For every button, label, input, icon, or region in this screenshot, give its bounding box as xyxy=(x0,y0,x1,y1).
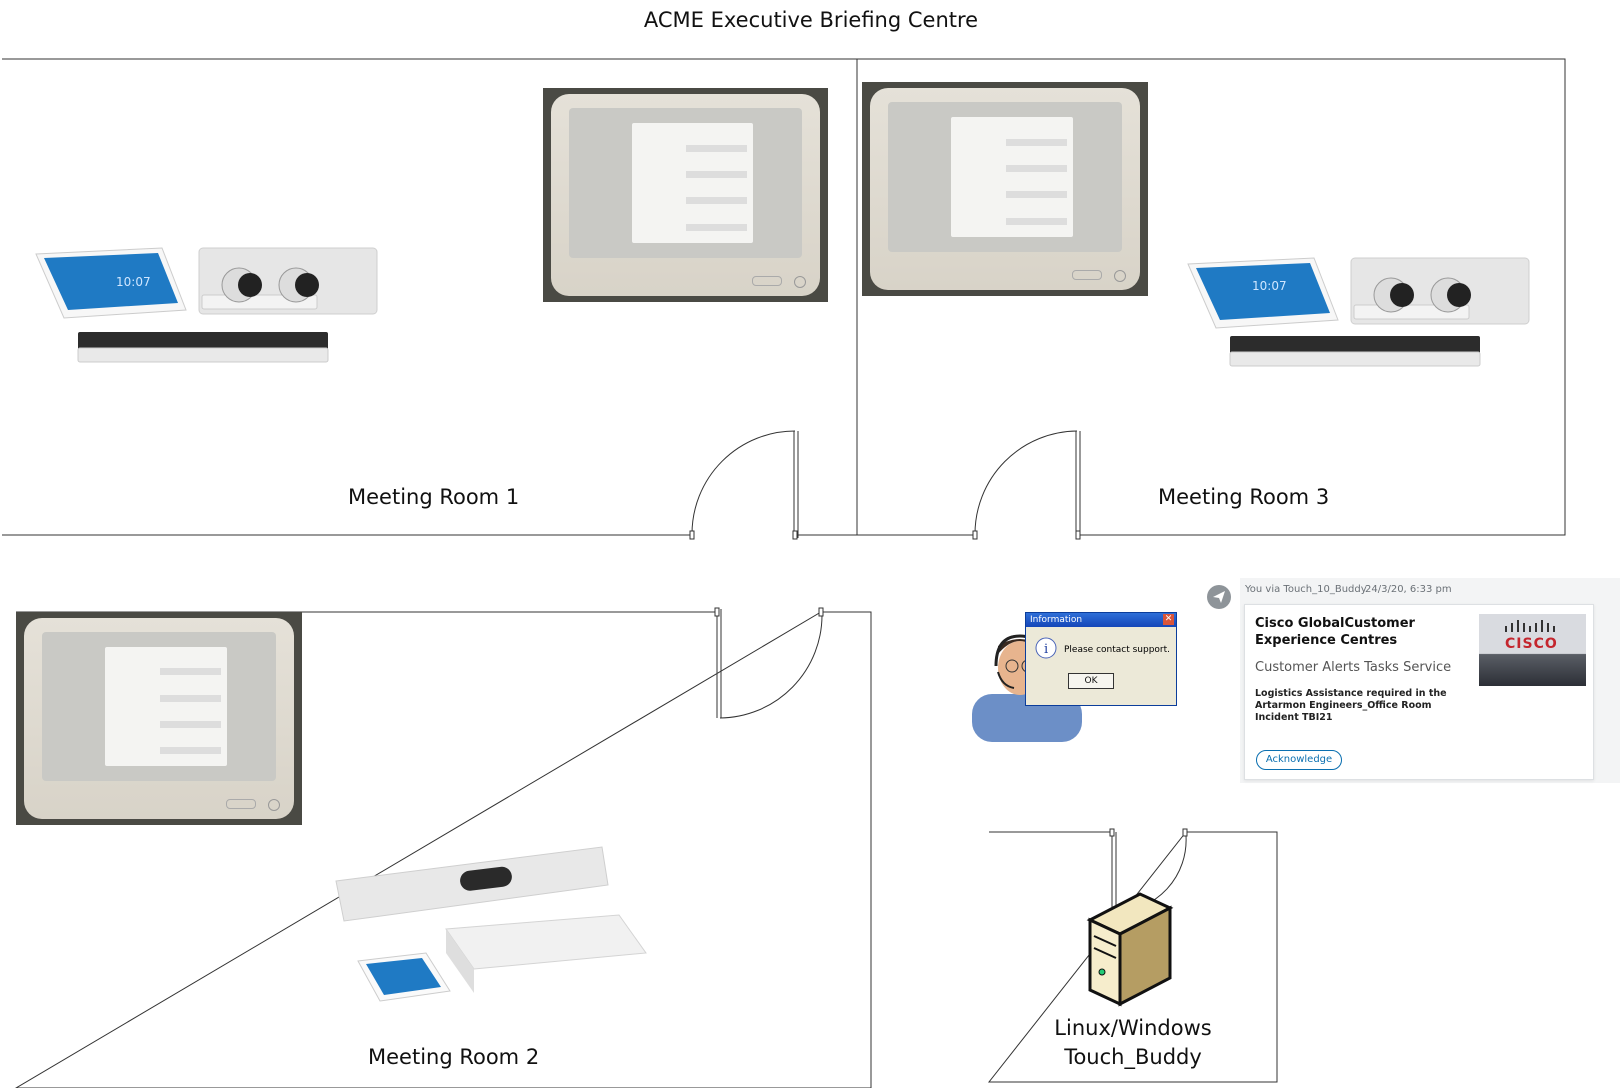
room-kit-icon xyxy=(335,846,647,1002)
touch10-panel-icon xyxy=(862,82,1148,296)
info-icon: i xyxy=(1035,637,1057,659)
room1-walls xyxy=(2,58,858,536)
close-icon[interactable]: ✕ xyxy=(1163,614,1174,625)
server-label-line1: Linux/Windows xyxy=(1054,1016,1212,1040)
server-label-line2: Touch_Buddy xyxy=(1064,1045,1202,1069)
dialog-message: Please contact support. xyxy=(1064,645,1171,655)
diagram-title: ACME Executive Briefing Centre xyxy=(643,8,979,32)
cisco-logo-text: CISCO xyxy=(1505,636,1558,652)
touch10-panel-icon xyxy=(16,612,302,825)
message-sender: You via Touch_10_Buddy xyxy=(1245,584,1367,595)
card-subtitle: Customer Alerts Tasks Service xyxy=(1255,660,1452,675)
svg-text:10:07: 10:07 xyxy=(116,275,151,289)
room3-label: Meeting Room 3 xyxy=(1158,485,1330,509)
card-body-line2: Artarmon Engineers_Office Room xyxy=(1255,700,1432,711)
server-room-walls xyxy=(987,831,1278,1083)
svg-text:10:07: 10:07 xyxy=(1252,279,1287,293)
card-heading-line2: Experience Centres xyxy=(1255,633,1398,648)
paper-plane-icon xyxy=(1207,585,1231,609)
message-timestamp: 24/3/20, 6:33 pm xyxy=(1365,584,1452,595)
cisco-bars-icon xyxy=(1505,620,1555,632)
card-body-line3: Incident TBI21 xyxy=(1255,712,1333,723)
card-heading-line1: Cisco GlobalCustomer xyxy=(1255,616,1415,631)
acknowledge-button[interactable]: Acknowledge xyxy=(1256,750,1342,770)
room3-door xyxy=(972,430,1081,540)
codec-camera-kit-icon: 10:07 xyxy=(1187,257,1530,367)
cisco-logo-image: CISCO xyxy=(1479,614,1586,686)
ok-button[interactable]: OK xyxy=(1068,673,1114,689)
codec-camera-kit-icon: 10:07 xyxy=(35,247,378,363)
information-dialog: Information ✕ i Please contact support. … xyxy=(1025,612,1177,706)
room3-walls xyxy=(857,58,1566,536)
room1-door xyxy=(689,430,799,540)
dialog-title: Information xyxy=(1026,613,1176,627)
room2-door xyxy=(714,607,824,719)
card-body-line1: Logistics Assistance required in the xyxy=(1255,688,1447,699)
room1-label: Meeting Room 1 xyxy=(348,485,520,509)
svg-text:i: i xyxy=(1044,642,1048,657)
touch10-panel-icon xyxy=(543,88,828,302)
server-tower-icon xyxy=(1086,892,1174,1007)
room2-label: Meeting Room 2 xyxy=(368,1045,540,1069)
